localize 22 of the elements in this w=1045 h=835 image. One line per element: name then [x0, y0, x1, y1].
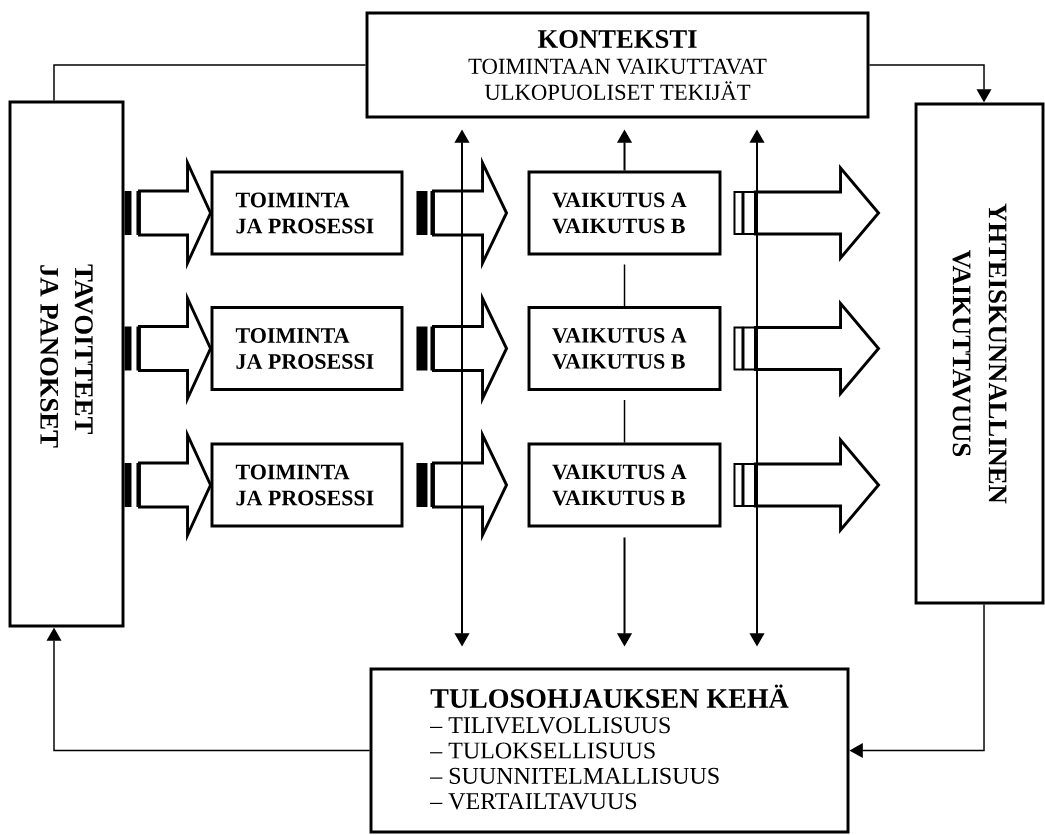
block-arrow [416, 292, 509, 405]
list-box: TULOSOHJAUKSEN KEHÄ – TILIVELVOLLISUUS – TULOKSELLISUUS – SUUNNITELMALLISUUS – VERTAILTAVUUS [369, 667, 850, 834]
block-arrow [416, 428, 509, 542]
block-arrow [124, 156, 213, 270]
effect-box: VAIKUTUS A VAIKUTUS B [527, 442, 722, 528]
block-arrow [124, 291, 213, 406]
process-box: TOIMINTA JA PROSESSI [210, 170, 404, 256]
block-arrow [124, 428, 213, 542]
process-box: TOIMINTA JA PROSESSI [210, 306, 404, 391]
block-arrow [733, 436, 881, 534]
tall-box: YHTEISKUNNALLINEN VAIKUTTAVUUS [914, 102, 1045, 605]
block-arrow [733, 164, 881, 262]
effect-box: VAIKUTUS A VAIKUTUS B [527, 170, 722, 256]
context-box: KONTEKSTI TOIMINTAAN VAIKUTTAVAT ULKOPUOLISET TEKIJÄT [365, 11, 870, 119]
block-arrow [733, 299, 881, 398]
tall-box: TAVOITTEET JA PANOKSET [8, 100, 125, 628]
connector-line [623, 399, 626, 444]
effect-box: VAIKUTUS A VAIKUTUS B [527, 306, 722, 391]
block-arrow [416, 156, 509, 270]
process-box: TOIMINTA JA PROSESSI [210, 442, 404, 528]
connector-line [53, 64, 367, 102]
connector-line [623, 263, 626, 307]
